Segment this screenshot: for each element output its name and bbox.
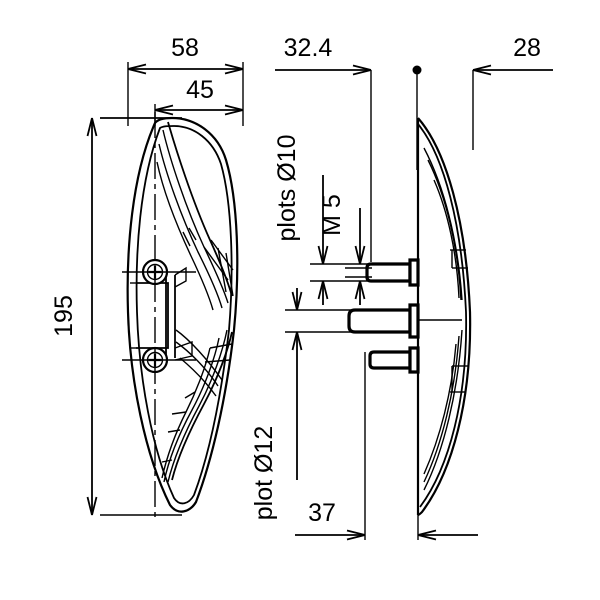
dimension-58-label: 58 — [171, 34, 199, 62]
arrow-37-right — [417, 529, 437, 541]
stud-top-collar — [408, 258, 420, 287]
reflector-facet-upper-e — [188, 227, 197, 241]
note-thread-m5-label: M 5 — [318, 194, 346, 236]
note-thread-m5: M 5 — [318, 194, 372, 305]
note-plot-d12: plot Ø12 — [250, 288, 356, 520]
dimension-28-label: 28 — [513, 34, 541, 62]
arrow-45-right — [224, 104, 244, 116]
mounting-stud-top — [365, 258, 420, 287]
arrow-195-bottom — [86, 496, 98, 516]
side-view-inner-profile — [417, 123, 468, 508]
dimension-45: 45 — [154, 76, 244, 126]
arrow-m5-lower — [354, 280, 366, 300]
datum-point — [412, 65, 422, 75]
arrow-45-left — [154, 104, 174, 116]
bracket-strut-b — [175, 341, 219, 387]
reflector-facet-upper-f — [182, 231, 191, 247]
reflector-facet-upper-b — [203, 246, 229, 281]
dimension-195-label: 195 — [50, 295, 78, 337]
arrow-32-4 — [352, 64, 372, 76]
reflector-rib-upper-2 — [162, 129, 229, 304]
stud-top-shank — [365, 262, 412, 283]
front-view-outline — [126, 116, 239, 513]
note-plots-d10: plots Ø10 — [273, 134, 372, 305]
mounting-stud-bottom — [368, 346, 420, 374]
stud-bottom-shank — [368, 350, 412, 370]
mounting-stud-middle — [347, 303, 420, 339]
stud-middle-shank — [347, 308, 412, 334]
dimension-28: 28 — [412, 34, 553, 150]
dimension-32-4-label: 32.4 — [284, 34, 333, 62]
side-view-shell-line-d — [423, 329, 463, 491]
reflector-rib-lower-2 — [167, 329, 228, 483]
dimension-32-4: 32.4 — [275, 34, 418, 262]
front-view — [100, 112, 239, 520]
side-view-shell-line-f — [423, 343, 457, 475]
arrow-28 — [472, 64, 492, 76]
side-view-outline — [417, 117, 472, 517]
reflector-facet-lower-d — [167, 429, 181, 433]
side-view-shell-line-b — [427, 159, 462, 301]
reflector-rib-upper-4 — [156, 161, 214, 311]
bracket-strut-a — [175, 329, 223, 381]
reflector-facet-lower-b — [204, 359, 231, 363]
reflector-facet-lower-c — [171, 411, 187, 415]
reflector-facet-lower-e — [161, 459, 173, 463]
arrow-58-right — [224, 63, 244, 75]
reflector-facet-upper-d — [217, 247, 227, 293]
side-view-shell-line-e — [423, 335, 460, 483]
side-view-shell-line-c — [433, 179, 460, 299]
reflector-facet-upper-c — [225, 252, 234, 297]
reflector-rib-lower-1 — [171, 331, 233, 481]
reflector-facet-lower-a — [209, 343, 233, 349]
dimension-45-label: 45 — [186, 76, 214, 104]
bracket-arm-lower — [174, 341, 193, 361]
side-view — [347, 117, 472, 517]
note-plots-d10-label: plots Ø10 — [273, 134, 301, 241]
dimension-37: 37 — [295, 352, 478, 541]
arrow-58-left — [127, 63, 147, 75]
arrow-m5-upper — [354, 245, 366, 265]
bracket-arm-upper — [174, 266, 187, 288]
arrow-plot-d12-lower — [291, 331, 303, 351]
reflector-facet-lower-f — [184, 391, 196, 399]
note-plot-d12-label: plot Ø12 — [250, 426, 278, 521]
reflector-facet-upper-a — [210, 239, 234, 271]
mounting-bracket-plate — [136, 282, 169, 349]
arrow-plot-d12-upper — [291, 291, 303, 311]
dimension-37-label: 37 — [308, 499, 336, 527]
arrow-37-left — [346, 529, 366, 541]
arrow-plots-d10 — [317, 245, 329, 265]
reflector-rib-lower-4 — [161, 347, 211, 479]
front-view-inner-wall — [135, 125, 233, 505]
dimension-195: 195 — [50, 117, 182, 516]
arrow-195-top — [86, 117, 98, 137]
dimension-58: 58 — [127, 34, 244, 126]
stud-middle-collar — [408, 303, 420, 339]
reflector-rib-upper-3 — [158, 143, 223, 309]
stud-bottom-collar — [408, 346, 420, 374]
